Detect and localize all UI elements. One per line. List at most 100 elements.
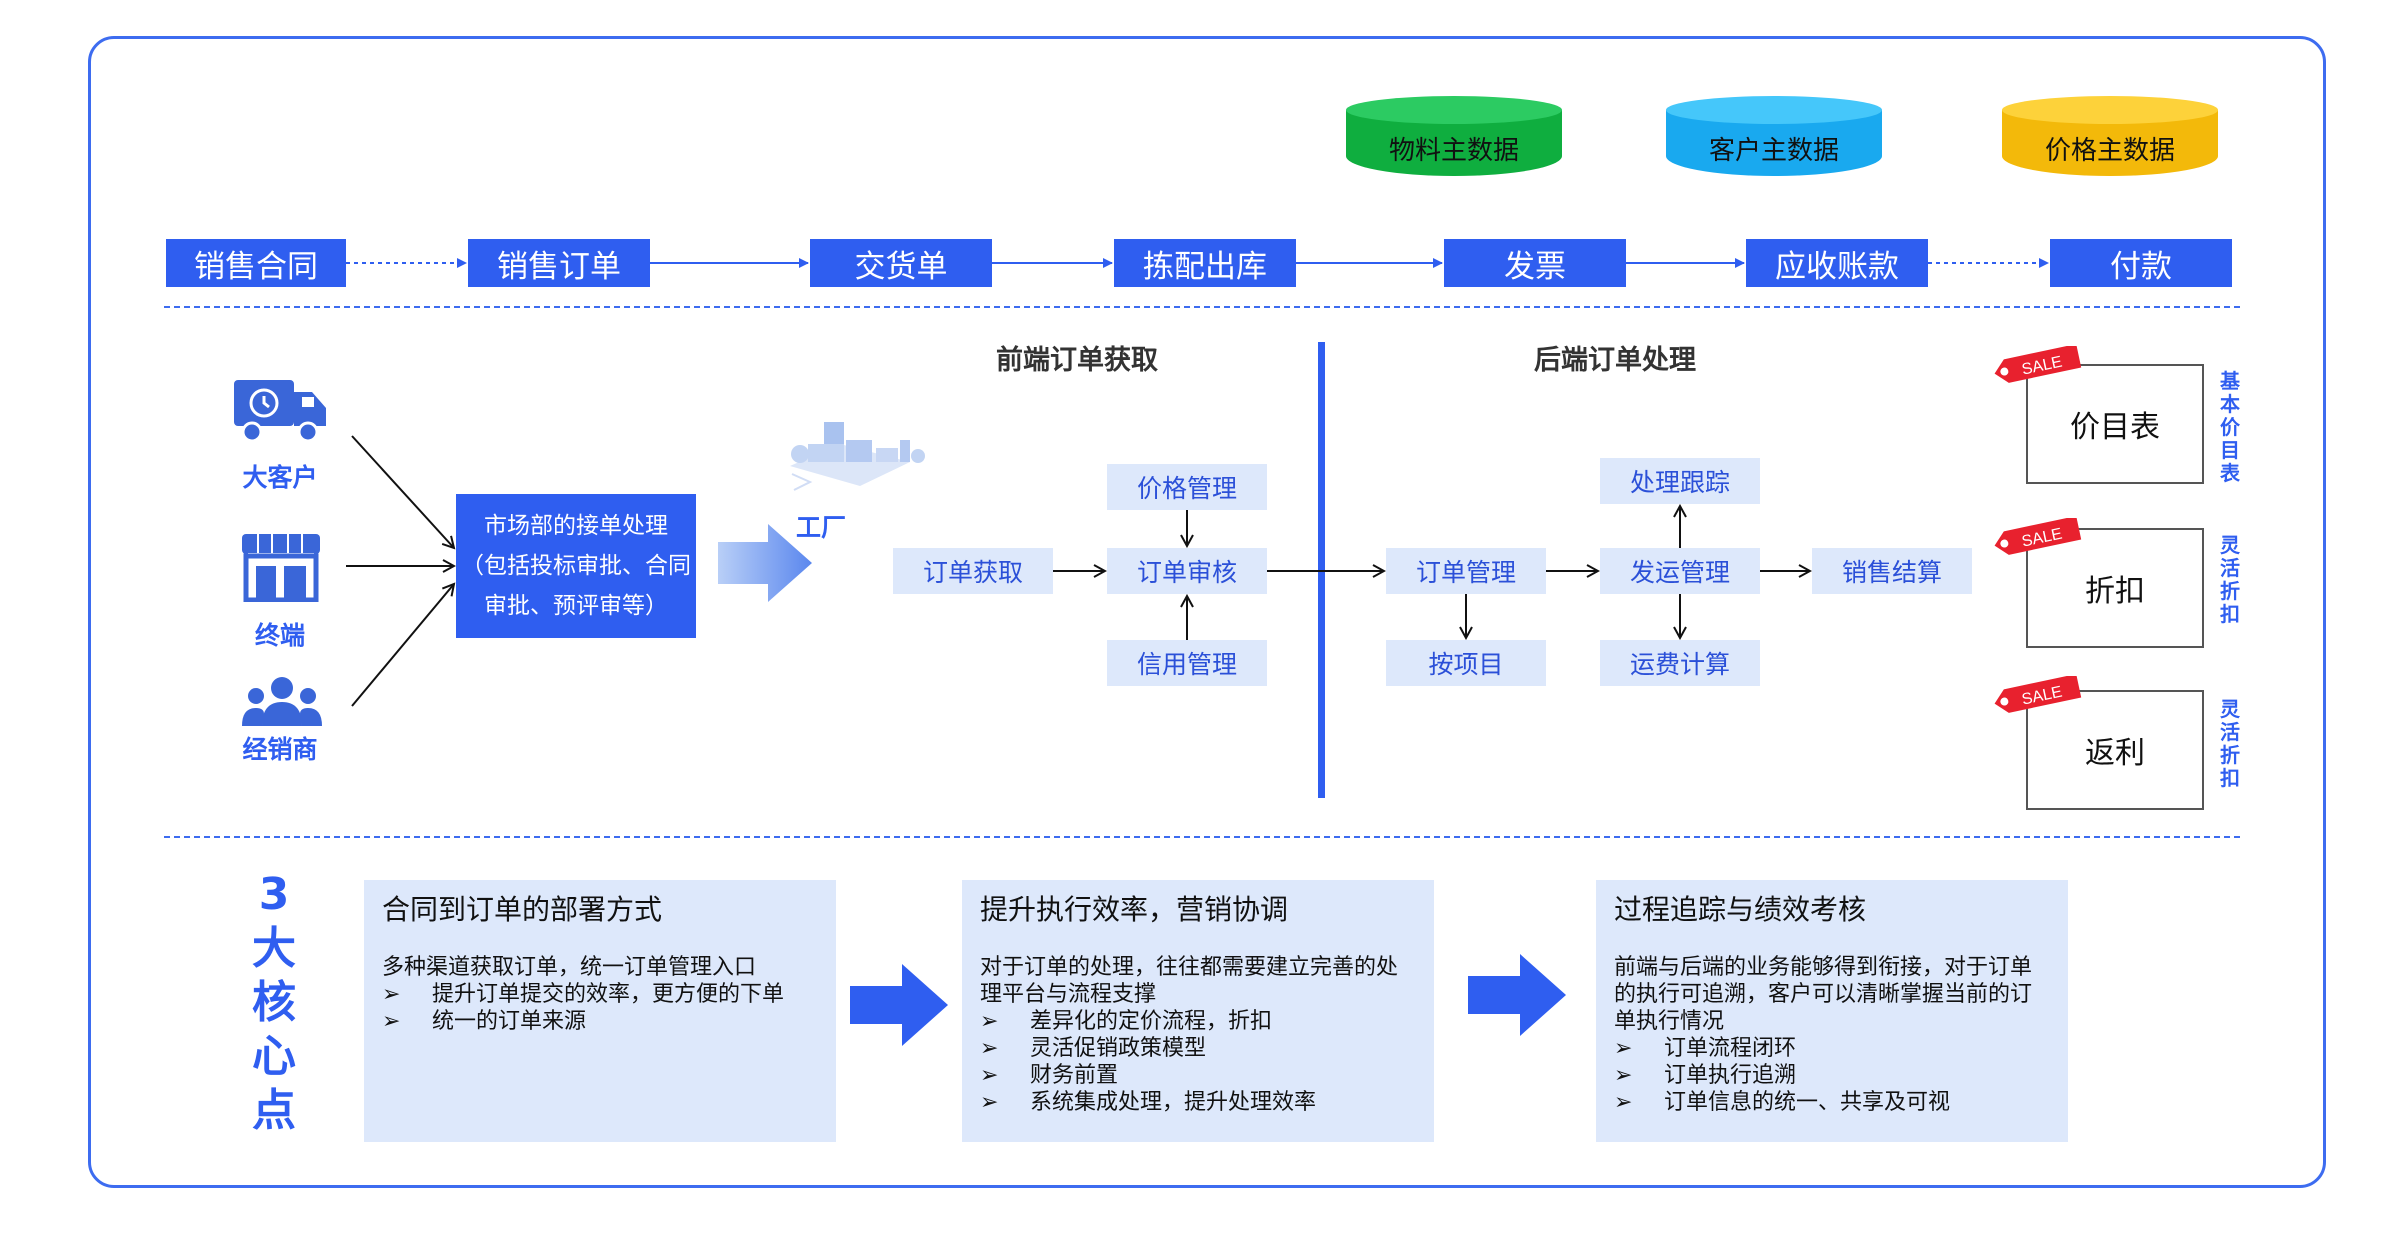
factory-icon — [790, 422, 925, 491]
core-char: 大 — [252, 923, 296, 974]
market-line-1: 市场部的接单处理 — [484, 513, 668, 539]
core-panel-tracking: 过程追踪与绩效考核 前端与后端的业务能够得到衔接，对于订单 的执行可追溯，客户可… — [1596, 880, 2068, 1142]
discount-card: 折扣 — [2026, 528, 2204, 648]
side-char: 灵 — [2220, 697, 2240, 721]
panel-bullet: ➢ 差异化的定价流程，折扣 — [980, 1008, 1416, 1035]
bullet-text: 统一的订单来源 — [432, 1009, 587, 1034]
bullet-marker: ➢ — [980, 1009, 999, 1034]
customer-key-account: 大客户 — [242, 463, 318, 492]
side-char: 目 — [2220, 438, 2240, 462]
sales-settlement-box: 销售结算 — [1812, 548, 1972, 594]
panel-arrow-icon — [850, 964, 948, 1046]
panel-desc: 理平台与流程支撑 — [980, 982, 1157, 1007]
side-char: 活 — [2220, 556, 2240, 580]
side-char: 基 — [2220, 369, 2240, 393]
panel-desc: 多种渠道获取订单，统一订单管理入口 — [382, 955, 757, 980]
side-char: 折 — [2220, 579, 2240, 603]
process-receivables: 应收账款 — [1746, 239, 1928, 287]
bullet-marker: ➢ — [1614, 1063, 1633, 1088]
bullet-marker: ➢ — [980, 1090, 999, 1115]
side-char: 价 — [2220, 415, 2240, 439]
factory-label: 工厂 — [796, 513, 847, 542]
process-picking-outbound: 拣配出库 — [1114, 239, 1296, 287]
bullet-text: 订单信息的统一、共享及可视 — [1664, 1090, 1951, 1115]
shipping-management-box: 发运管理 — [1600, 548, 1760, 594]
core-char: 点 — [252, 1085, 296, 1136]
panel-title: 过程追踪与绩效考核 — [1614, 893, 1867, 926]
divider-top — [164, 306, 2240, 308]
price-master-data-cylinder: 价格主数据 — [2002, 96, 2218, 176]
market-order-handling-box: 市场部的接单处理 （包括投标审批、合同 审批、预评审等） — [456, 494, 696, 638]
core-char: 3 — [258, 869, 290, 920]
bullet-text: 差异化的定价流程，折扣 — [1030, 1009, 1273, 1034]
sale-tag-icon: SALE — [1992, 673, 2088, 713]
panel-bullet: ➢ 系统集成处理，提升处理效率 — [980, 1089, 1416, 1116]
core-panel-deployment: 合同到订单的部署方式 多种渠道获取订单，统一订单管理入口 ➢ 提升订单提交的效率，… — [364, 880, 836, 1142]
side-char: 表 — [2220, 461, 2240, 485]
credit-management-box: 信用管理 — [1107, 640, 1267, 686]
panel-title: 合同到订单的部署方式 — [382, 893, 663, 926]
dealers-group-icon — [242, 677, 322, 726]
process-delivery-note: 交货单 — [810, 239, 992, 287]
customer-master-data-label: 客户主数据 — [1708, 136, 1839, 166]
discount-side-label: 灵 活 折 扣 — [2216, 534, 2244, 626]
bullet-marker: ➢ — [980, 1063, 999, 1088]
bullet-text: 系统集成处理，提升处理效率 — [1030, 1090, 1317, 1115]
price-list-side-label: 基 本 价 目 表 — [2216, 370, 2244, 485]
side-char: 扣 — [2220, 766, 2240, 790]
sale-tag-icon: SALE — [1992, 515, 2088, 555]
bullet-text: 财务前置 — [1030, 1063, 1119, 1088]
core-panel-efficiency: 提升执行效率，营销协调 对于订单的处理，往往都需要建立完善的处 理平台与流程支撑… — [962, 880, 1434, 1142]
core-char: 心 — [252, 1031, 296, 1082]
order-review-box: 订单审核 — [1107, 548, 1267, 594]
panel-desc: 对于订单的处理，往往都需要建立完善的处 — [980, 955, 1399, 980]
bullet-text: 灵活促销政策模型 — [1030, 1036, 1207, 1061]
process-invoice: 发票 — [1444, 239, 1626, 287]
price-management-box: 价格管理 — [1107, 464, 1267, 510]
order-acquisition-box: 订单获取 — [893, 548, 1053, 594]
process-sales-contract: 销售合同 — [166, 239, 346, 287]
freight-calculation-box: 运费计算 — [1600, 640, 1760, 686]
market-line-2: （包括投标审批、合同 — [461, 553, 691, 579]
by-project-box: 按项目 — [1386, 640, 1546, 686]
customer-dealer: 经销商 — [242, 735, 318, 764]
price-list-card: 价目表 — [2026, 364, 2204, 484]
market-line-3: 审批、预评审等） — [484, 593, 668, 619]
rebate-card: 返利 — [2026, 690, 2204, 810]
panel-desc: 的执行可追溯，客户可以清晰掌握当前的订 — [1614, 982, 2033, 1007]
three-core-points-label: 3 大 核 心 点 — [244, 868, 304, 1138]
side-char: 扣 — [2220, 602, 2240, 626]
panel-bullet: ➢ 提升订单提交的效率，更方便的下单 — [382, 981, 818, 1008]
bullet-marker: ➢ — [1614, 1036, 1633, 1061]
order-management-box: 订单管理 — [1386, 548, 1546, 594]
bullet-marker: ➢ — [382, 1009, 401, 1034]
bullet-text: 订单流程闭环 — [1664, 1036, 1797, 1061]
back-end-title: 后端订单处理 — [1534, 345, 1696, 376]
panel-bullet: ➢ 订单信息的统一、共享及可视 — [1614, 1089, 2050, 1116]
bullet-text: 提升订单提交的效率，更方便的下单 — [432, 982, 785, 1007]
sale-tag-icon: SALE — [1992, 343, 2088, 383]
customer-master-data-cylinder: 客户主数据 — [1666, 96, 1882, 176]
bullet-marker: ➢ — [1614, 1090, 1633, 1115]
panel-bullet: ➢ 订单流程闭环 — [1614, 1035, 2050, 1062]
panel-title: 提升执行效率，营销协调 — [980, 893, 1289, 926]
side-char: 折 — [2220, 743, 2240, 767]
customer-terminal: 终端 — [254, 621, 305, 650]
store-icon — [242, 534, 320, 602]
material-master-data-cylinder: 物料主数据 — [1346, 96, 1562, 176]
side-char: 灵 — [2220, 533, 2240, 557]
front-end-title: 前端订单获取 — [996, 345, 1158, 376]
price-master-data-label: 价格主数据 — [2044, 136, 2175, 166]
bullet-marker: ➢ — [980, 1036, 999, 1061]
panel-desc: 单执行情况 — [1614, 1009, 1725, 1034]
panel-bullet: ➢订单执行追溯 — [1614, 1062, 2050, 1089]
bullet-marker: ➢ — [382, 982, 401, 1007]
panel-bullet: ➢ 财务前置 — [980, 1062, 1416, 1089]
material-master-data-label: 物料主数据 — [1388, 136, 1519, 166]
side-char: 活 — [2220, 720, 2240, 744]
gradient-arrow-icon — [718, 524, 812, 602]
process-tracking-box: 处理跟踪 — [1600, 458, 1760, 504]
rebate-side-label: 灵 活 折 扣 — [2216, 698, 2244, 790]
panel-desc: 前端与后端的业务能够得到衔接，对于订单 — [1614, 955, 2033, 980]
